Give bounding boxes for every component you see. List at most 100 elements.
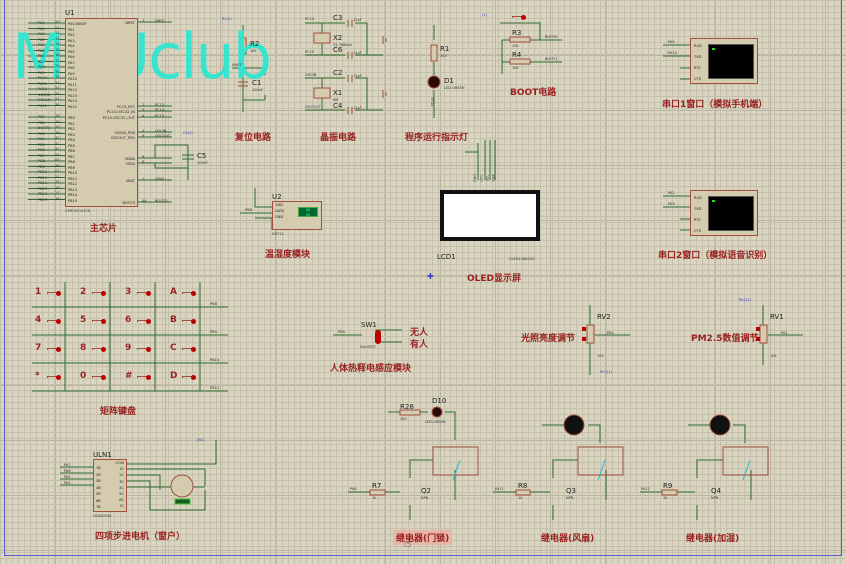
keypad-button[interactable] [135,291,151,297]
terminal-screen[interactable] [708,196,754,231]
d1-val: LED-GREEN [444,86,465,90]
u1-pin-number: 37 [55,97,60,101]
rv1-ref: RV1 [770,313,784,321]
rv1-adjust[interactable] [756,327,760,341]
keypad-button[interactable] [45,347,61,353]
r1-ref: R1 [440,45,450,53]
u1-pin-number: 41 [55,141,60,146]
virtual-terminal-1[interactable]: RXD TXD RTS CTS [690,38,758,84]
u1-pin-number: 12 [55,31,60,35]
pin-rxd: RXD [694,44,702,48]
u1-pin-label: PB3 [68,132,75,137]
u1-pin-label: PB15 [68,198,78,203]
keypad-button[interactable] [45,319,61,325]
section-boot: BOOT电路 [510,88,557,98]
u1-net-label: BOOT1 [38,126,51,130]
section-pm25: PM2.5数值调节 [691,334,759,344]
u1-pin-number: 7 [142,19,145,23]
u1-net-label: PB13 [38,186,48,191]
u1-pin-label: PA11 [68,82,77,87]
r9-val: 1k [663,496,668,500]
keypad-button[interactable] [180,347,196,353]
c3-val: 12pF [353,18,362,22]
keypad-button[interactable] [45,375,61,381]
rv2-adjust[interactable] [582,327,586,341]
keypad-button[interactable] [45,291,61,297]
keypad-button[interactable] [90,375,106,381]
r8-ref: R8 [518,482,528,490]
probe-boot: (1) [482,13,487,17]
r4-val: 10k [512,66,519,70]
lcd1-ref: LCD1 [437,253,456,261]
u1-pin-number: 45 [55,158,60,162]
keypad-button[interactable] [180,319,196,325]
u1-net-label: PC13 [155,103,165,107]
d1-ref: D1 [444,77,454,85]
keypad-button[interactable] [135,319,151,325]
net-pa10: PA10 [668,51,677,55]
oled-part: OLED12864I2C [509,257,536,261]
net-pa8: PA8 [350,487,357,491]
net-oscout: OSCOUT [305,105,321,109]
r7-ref: R7 [372,482,382,490]
u1-pin-number: 25 [55,180,60,184]
section-keypad: 矩阵键盘 [100,407,137,417]
keypad-button[interactable] [135,347,151,353]
u1-pin-number: 6 [142,134,145,138]
net-row: PB10 [210,358,220,362]
u1-pin-number: 34 [55,91,60,96]
sw1-part: SW-SPDT [360,345,376,349]
section-relay-fan: 继电器(风扇) [541,534,595,544]
u1-net-label: PB8 [38,159,45,163]
q4-ref: Q4 [711,487,721,495]
u1-net-label: OSCIN [155,129,167,133]
r3-ref: R3 [512,29,522,37]
u1-net-label: PB10 [38,170,48,174]
pin-scl: SCL [485,174,490,182]
net-boot0: BOOT0 [545,35,558,39]
u1-part: STM32F103C8 [65,209,91,213]
keypad-button[interactable] [90,319,106,325]
keypad-button[interactable] [90,291,106,297]
keypad-button[interactable] [90,347,106,353]
u1-pin-number: 46 [55,163,60,168]
terminal-screen[interactable] [708,44,754,79]
u2-ref: U2 [272,193,282,201]
u1-net-label: PC14 [155,108,165,112]
u1-net-label: PB4 [38,137,45,141]
u1-net-label: PA6 [38,54,45,58]
u1-pin-label: PB0 [68,116,75,120]
u1-pin-label: PA14 [68,99,77,103]
r28-ref: R28 [400,403,414,411]
pir-switch[interactable] [375,330,381,344]
net-pa6: PA6 [64,469,71,473]
net-pc14: PC14 [305,17,315,21]
keypad-button[interactable] [180,375,196,381]
u1-pin-number: 10 [55,20,60,24]
sw1-ref: SW1 [361,321,377,329]
u1-pin-label: PB12 [68,182,78,186]
u1-net-label: PA4 [38,43,45,47]
virtual-terminal-2[interactable]: RXD TXD RTS CTS [690,190,758,236]
boot-button[interactable] [510,15,526,21]
section-relay-lock[interactable]: 继电器(门锁) [393,530,453,545]
x2-ref: X2 [333,34,343,42]
keypad-button[interactable] [180,291,196,297]
u1-pin-label: PA5 [68,49,75,54]
q2-ref: Q2 [421,487,431,495]
u1-pin-label: PA15 [68,104,77,109]
u1-net-label: PB6 [38,148,45,152]
sheet-border [4,0,842,556]
u1-pin-number: 18 [55,114,60,118]
u1-pin-number: 15 [55,47,60,52]
state-no-person: 无人 [410,328,429,338]
oled-display[interactable] [440,190,540,241]
probe-stepper: (BC) [197,438,205,442]
keypad-button[interactable] [135,375,151,381]
u1-net-label: PA11 [38,81,47,86]
rv1-val: 10k [770,354,777,358]
net-pc13: PC13 [430,97,435,107]
